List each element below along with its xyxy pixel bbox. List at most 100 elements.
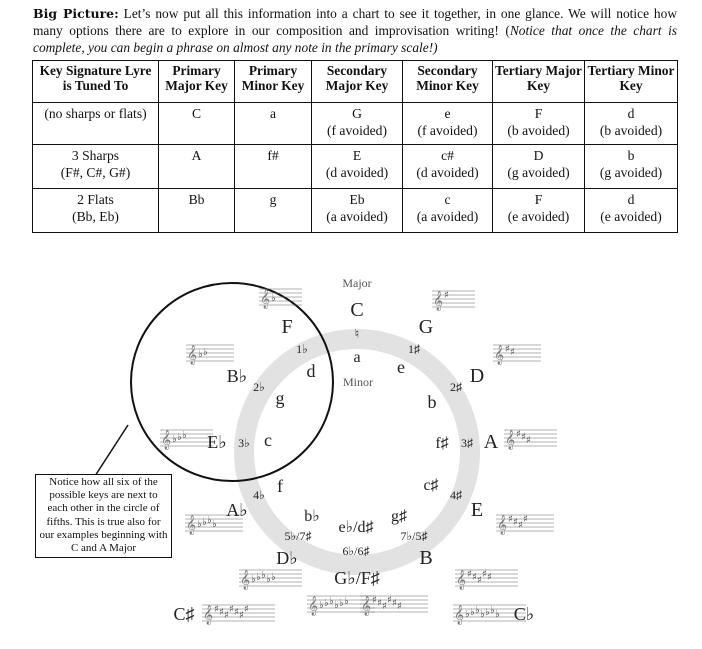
table-cell: F(e avoided) [492, 188, 585, 233]
key-b-major: B [419, 547, 432, 569]
key-signature-staff: 𝄞♭♭♭♭♭♭♭ [453, 604, 526, 625]
header-cell: Primary Major Key [158, 60, 235, 103]
flat-icon: ♭ [334, 600, 339, 611]
table-cell: E(d avoided) [311, 144, 403, 189]
sharp-icon: ♯ [477, 575, 482, 586]
table-cell: F(b avoided) [492, 102, 585, 145]
table-cell: e(f avoided) [402, 102, 493, 145]
key-b-minor: b [428, 392, 437, 412]
treble-clef-icon: 𝄞 [454, 605, 464, 625]
sharp-icon: ♯ [397, 601, 402, 612]
treble-clef-icon: 𝄞 [456, 570, 466, 590]
key-signature-staff: 𝄞♯♯♯♯♯♯♯ [202, 604, 275, 625]
intro-label: Big Picture: [33, 6, 119, 21]
treble-clef-icon: 𝄞 [186, 515, 196, 535]
count-5-flat-7-sharp: 5♭/7♯ [285, 529, 312, 543]
intro-italic: Notice that once the chart is complete, … [33, 23, 677, 55]
flat-icon: ♭ [490, 605, 495, 616]
table-cell: f# [234, 144, 312, 189]
key-e-major: E [471, 499, 483, 521]
flat-icon: ♭ [495, 609, 500, 620]
treble-clef-icon: 𝄞 [361, 596, 371, 616]
table-row: (no sharps or flats) C a G(f avoided) e(… [32, 102, 678, 145]
circle-labels: Major C ♮ a Minor F G B♭ D E♭ A A♭ E D♭ … [173, 276, 534, 624]
sharp-icon: ♯ [482, 569, 487, 580]
count-2-sharp: 2♯ [450, 380, 462, 394]
flat-icon: ♭ [344, 596, 349, 607]
key-e-minor: e [397, 357, 405, 377]
sharp-icon: ♯ [229, 604, 234, 615]
header-cell: Secondary Minor Key [402, 60, 493, 103]
table-cell: (no sharps or flats) [32, 102, 159, 145]
sharp-icon: ♯ [521, 432, 526, 443]
sharp-icon: ♯ [382, 601, 387, 612]
key-cs-minor: c♯ [423, 477, 438, 494]
key-cs-major: C♯ [173, 604, 194, 624]
key-f-major: F [281, 316, 292, 338]
treble-clef-icon: 𝄞 [494, 345, 504, 365]
sharp-icon: ♯ [516, 429, 521, 440]
sharp-icon: ♯ [372, 595, 377, 606]
key-signature-staff: 𝄞♭♭ [186, 344, 234, 365]
key-d-major: D [470, 365, 484, 387]
key-signature-staff: 𝄞♯♯♯♯ [496, 514, 554, 535]
key-g-minor: g [276, 388, 285, 408]
key-signature-staff: 𝄞♯♯ [493, 344, 541, 365]
key-gb-fs-major: G♭/F♯ [334, 568, 380, 588]
key-signature-staff: 𝄞♭♭♭♭♭ [239, 569, 302, 590]
count-3-flat: 3♭ [238, 436, 250, 450]
key-signature-staff: 𝄞♭♭♭♭ [185, 514, 243, 535]
flat-icon: ♭ [271, 293, 276, 304]
header-cell: Secondary Major Key [311, 60, 403, 103]
flat-icon: ♭ [172, 434, 177, 445]
treble-clef-icon: 𝄞 [161, 430, 171, 450]
flat-icon: ♭ [480, 609, 485, 620]
sharp-icon: ♯ [377, 598, 382, 609]
flat-icon: ♭ [271, 572, 276, 583]
sharp-icon: ♯ [214, 604, 219, 615]
table-cell: a [234, 102, 312, 145]
table-cell: g [234, 188, 312, 233]
treble-clef-icon: 𝄞 [240, 570, 250, 590]
sharp-icon: ♯ [239, 610, 244, 621]
flat-icon: ♭ [197, 519, 202, 530]
key-ab-major: A♭ [226, 500, 248, 520]
sharp-icon: ♯ [444, 290, 449, 301]
header-cell: Tertiary Minor Key [584, 60, 678, 103]
table-cell: Eb(a avoided) [311, 188, 403, 233]
flat-icon: ♭ [475, 605, 480, 616]
key-db-major: D♭ [276, 548, 298, 568]
key-signature-staves: 𝄞♭𝄞♯𝄞♭♭𝄞♯♯𝄞♭♭♭𝄞♯♯♯𝄞♭♭♭♭𝄞♯♯♯♯𝄞♭♭♭♭♭𝄞♯♯♯♯♯… [160, 288, 557, 625]
key-signature-staff: 𝄞♯♯♯ [504, 429, 557, 450]
major-label: Major [342, 276, 371, 290]
header-cell: Key Signature Lyre is Tuned To [32, 60, 159, 103]
sharp-icon: ♯ [508, 514, 513, 525]
flat-icon: ♭ [207, 515, 212, 526]
circle-of-fifths-diagram: 𝄞♭𝄞♯𝄞♭♭𝄞♯♯𝄞♭♭♭𝄞♯♯♯𝄞♭♭♭♭𝄞♯♯♯♯𝄞♭♭♭♭♭𝄞♯♯♯♯♯… [94, 276, 557, 625]
header-cell: Tertiary Major Key [492, 60, 585, 103]
count-6-flat-6-sharp: 6♭/6♯ [343, 544, 370, 558]
key-signature-staff: 𝄞♯ [432, 290, 475, 311]
flat-icon: ♭ [465, 609, 470, 620]
sharp-icon: ♯ [526, 435, 531, 446]
flat-icon: ♭ [485, 607, 490, 618]
table-cell: A [158, 144, 235, 189]
sharp-icon: ♯ [467, 569, 472, 580]
sharp-icon: ♯ [523, 514, 528, 525]
table-cell: 3 Sharps(F#, C#, G#) [32, 144, 159, 189]
flat-icon: ♭ [319, 600, 324, 611]
sharp-icon: ♯ [518, 520, 523, 531]
treble-clef-icon: 𝄞 [308, 596, 318, 616]
count-4-flat: 4♭ [253, 488, 265, 502]
count-1-flat: 1♭ [296, 342, 308, 356]
key-d-minor: d [307, 361, 316, 381]
sharp-icon: ♯ [219, 607, 224, 618]
key-eb-ds-minor: e♭/d♯ [338, 519, 373, 536]
flat-icon: ♭ [261, 570, 266, 581]
key-bb-major: B♭ [227, 366, 248, 386]
count-1-sharp: 1♯ [408, 342, 420, 356]
treble-clef-icon: 𝄞 [497, 515, 507, 535]
treble-clef-icon: 𝄞 [260, 289, 270, 309]
treble-clef-icon: 𝄞 [433, 291, 443, 311]
table-header-row: Key Signature Lyre is Tuned To Primary M… [32, 60, 678, 103]
